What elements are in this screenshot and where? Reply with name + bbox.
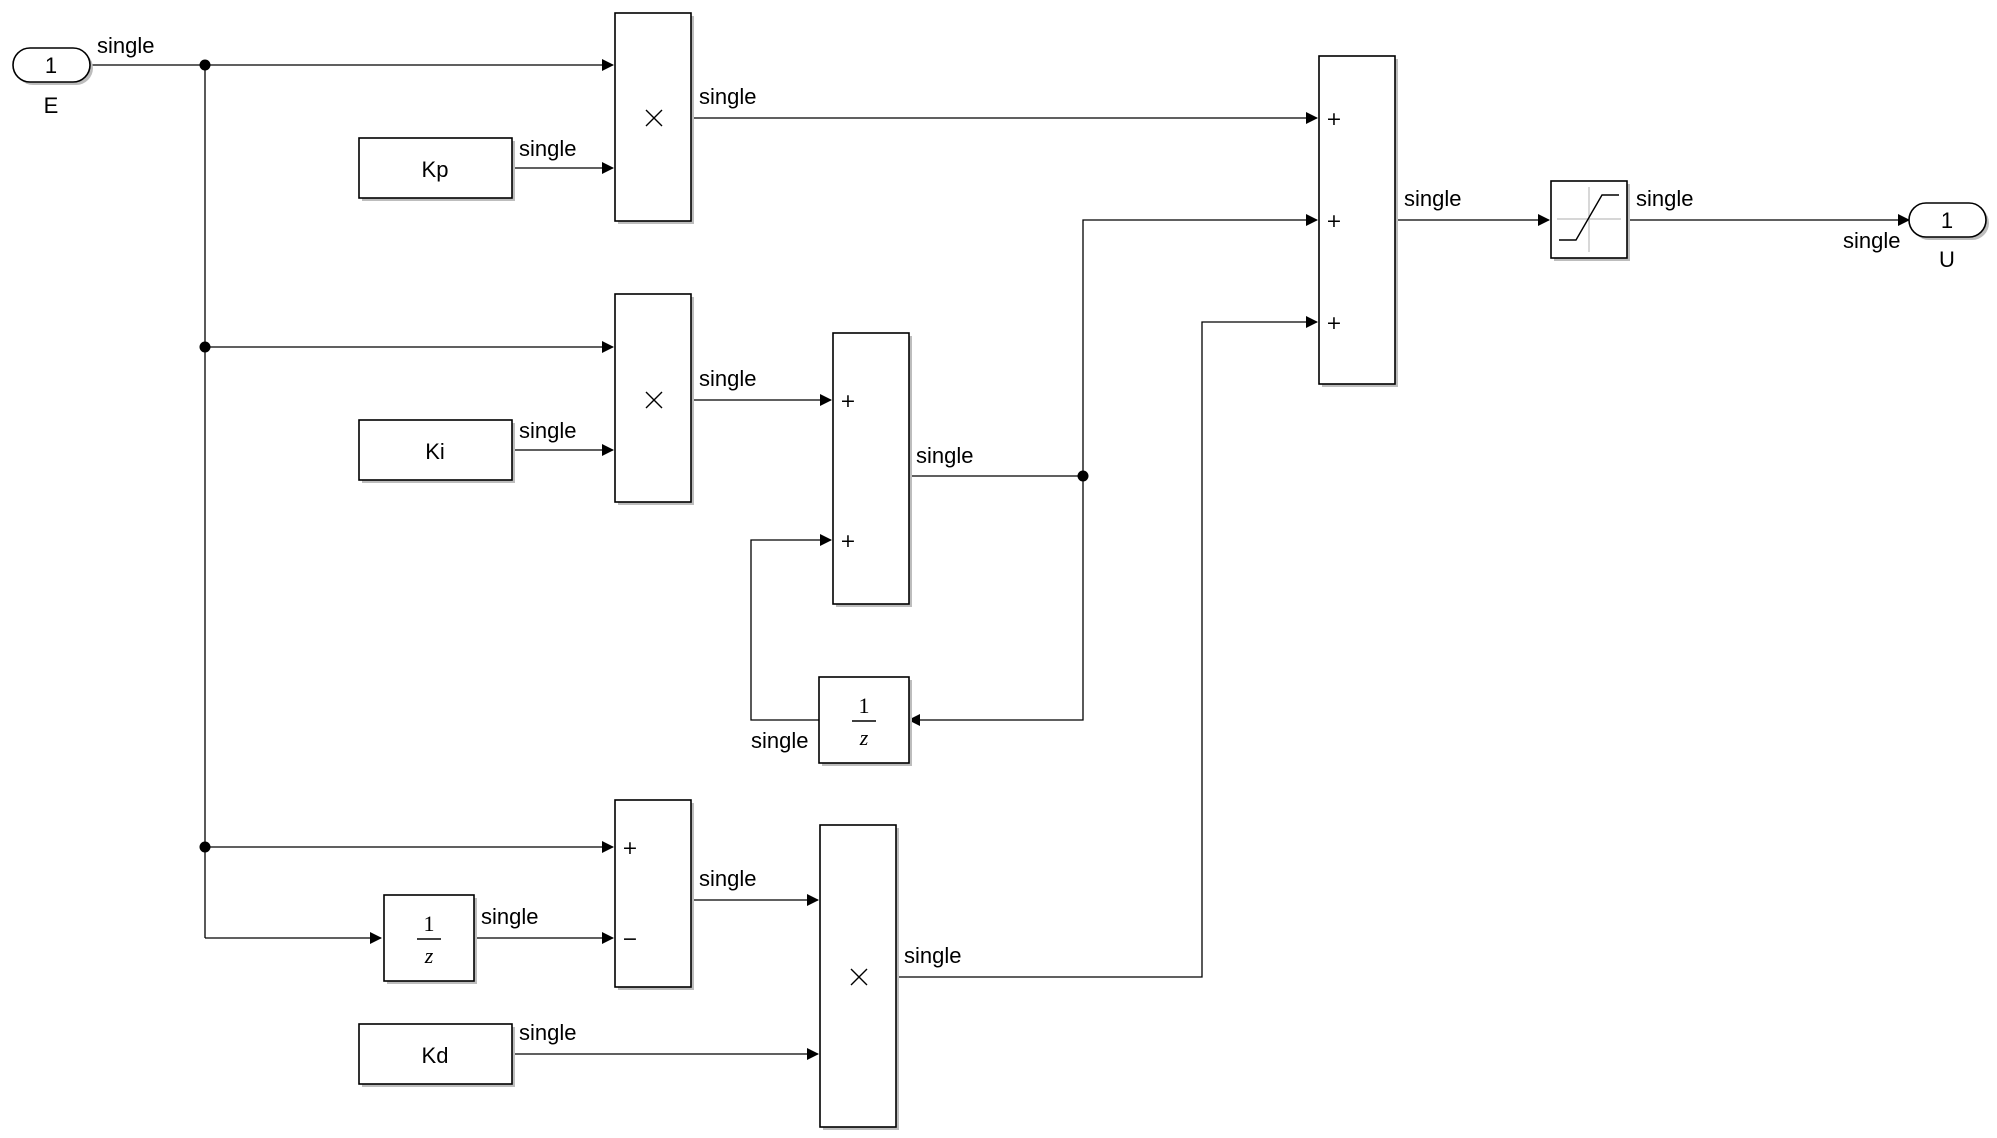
wire-d-to-sum-main[interactable] — [896, 316, 1318, 978]
delay-denominator: z — [859, 725, 869, 750]
delay-numerator: 1 — [859, 693, 870, 718]
signal-label: single — [751, 728, 808, 753]
delay-numerator: 1 — [424, 911, 435, 936]
signal-label: single — [1404, 186, 1461, 211]
multiply-icon — [645, 391, 663, 409]
sum-main-block[interactable]: + + + — [1318, 55, 1398, 387]
junction-dot-3 — [199, 841, 211, 853]
saturation-curve-icon — [1557, 187, 1621, 252]
sum-derivative-block[interactable]: + − — [614, 799, 694, 990]
signal-label: single — [519, 1020, 576, 1045]
signal-label: single — [1636, 186, 1693, 211]
junction-dot-4 — [1077, 470, 1089, 482]
signal-label: single — [699, 866, 756, 891]
inport-number: 1 — [45, 53, 57, 78]
sum-derivative-sign-1: + — [622, 837, 638, 859]
sum-main-sign-2: + — [1326, 210, 1342, 232]
signal-label: single — [1843, 228, 1900, 253]
constant-ki-label: Ki — [425, 439, 445, 464]
constant-kd-label: Kd — [422, 1043, 449, 1068]
sum-integrator-block[interactable]: + + — [832, 332, 912, 607]
sum-integrator-sign-2: + — [840, 530, 856, 552]
constant-kp-block[interactable]: Kp — [358, 137, 515, 201]
product-d-block[interactable] — [819, 824, 899, 1130]
constant-kd-block[interactable]: Kd — [358, 1023, 515, 1087]
outport-number: 1 — [1941, 208, 1953, 233]
signal-label: single — [97, 33, 154, 58]
signal-label: single — [904, 943, 961, 968]
sum-main-sign-1: + — [1326, 108, 1342, 130]
multiply-icon — [645, 109, 663, 127]
inport-e[interactable]: 1 E — [12, 47, 93, 118]
multiply-icon — [850, 968, 868, 986]
delay-denominator: z — [424, 943, 434, 968]
junction-dots — [199, 59, 1089, 853]
product-p-block[interactable] — [614, 12, 694, 224]
wire-int-to-sum-main[interactable] — [1082, 214, 1318, 476]
saturation-block[interactable] — [1550, 180, 1630, 261]
unit-delay-integrator-block[interactable]: 1 z — [818, 676, 912, 766]
signal-label: single — [916, 443, 973, 468]
sum-integrator-sign-1: + — [840, 390, 856, 412]
product-i-block[interactable] — [614, 293, 694, 505]
inport-name: E — [44, 93, 59, 118]
sum-main-sign-3: + — [1326, 312, 1342, 334]
constant-ki-block[interactable]: Ki — [358, 419, 515, 483]
outport-name: U — [1939, 247, 1955, 272]
junction-dot-2 — [199, 341, 211, 353]
wire-delay1-feedback[interactable] — [750, 534, 832, 721]
signal-label: single — [519, 418, 576, 443]
signal-lines — [90, 59, 1910, 1060]
signal-label: single — [519, 136, 576, 161]
sum-derivative-sign-2: − — [622, 928, 638, 950]
signal-label: single — [481, 904, 538, 929]
signal-label: single — [699, 84, 756, 109]
unit-delay-derivative-block[interactable]: 1 z — [383, 894, 477, 984]
signal-labels: single single single single single singl… — [97, 33, 1900, 1045]
outport-u[interactable]: 1 U — [1908, 202, 1989, 272]
constant-kp-label: Kp — [422, 157, 449, 182]
signal-label: single — [699, 366, 756, 391]
junction-dot-1 — [199, 59, 211, 71]
wire-e-trunk[interactable] — [90, 64, 206, 938]
wire-int-to-delay1[interactable] — [908, 476, 1084, 726]
